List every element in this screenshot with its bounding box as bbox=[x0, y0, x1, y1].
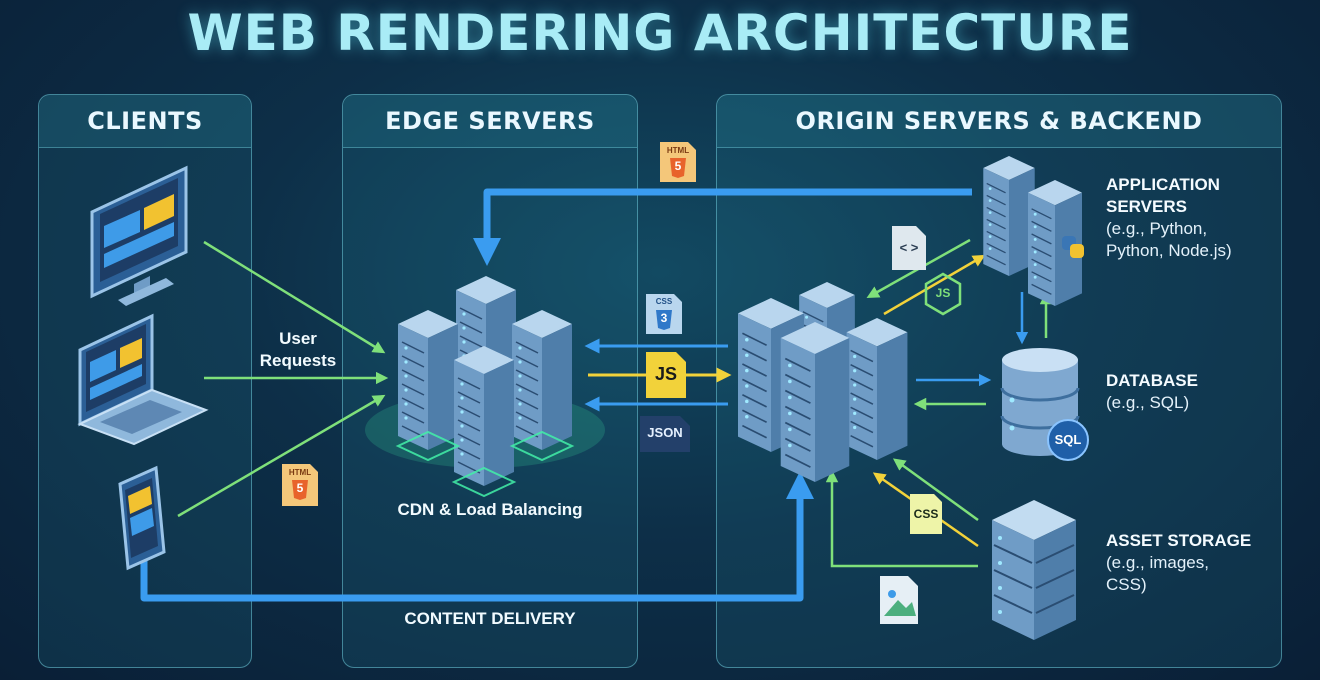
html-badge-tag-2: HTML bbox=[288, 468, 312, 477]
css-file-icon bbox=[910, 494, 942, 534]
page-title: WEB RENDERING ARCHITECTURE bbox=[187, 4, 1133, 62]
origin-panel-header: ORIGIN SERVERS & BACKEND bbox=[717, 95, 1281, 148]
laptop-icon bbox=[77, 313, 209, 446]
code-icon bbox=[892, 226, 926, 270]
python-icon bbox=[1062, 236, 1084, 258]
cdn-glow-edges bbox=[395, 430, 575, 498]
app-servers-label: APPLICATION SERVERS (e.g., Python, Pytho… bbox=[1106, 174, 1276, 262]
html-badge-tag: HTML bbox=[666, 146, 690, 155]
sql-badge-label: SQL bbox=[1054, 432, 1082, 447]
arrow-storage-to-origin-images bbox=[825, 469, 978, 568]
css-file-label: CSS bbox=[913, 507, 939, 521]
origin-server-cluster bbox=[738, 282, 908, 482]
nodejs-badge-label: JS bbox=[935, 286, 951, 300]
edge-servers-panel-header: EDGE SERVERS bbox=[343, 95, 637, 148]
request-arrow-desktop bbox=[203, 240, 386, 354]
database-sub: (e.g., SQL) bbox=[1106, 393, 1190, 412]
app-servers-sub-1: (e.g., Python, bbox=[1106, 219, 1208, 238]
database-title: DATABASE bbox=[1106, 371, 1198, 390]
js-icon bbox=[646, 352, 686, 398]
asset-storage-sub-1: (e.g., images, bbox=[1106, 553, 1209, 572]
app-servers-title-1: APPLICATION bbox=[1106, 175, 1220, 194]
blue-arrow-app-to-edge bbox=[473, 188, 972, 266]
database-label: DATABASE (e.g., SQL) bbox=[1106, 370, 1276, 414]
code-badge-label: < > bbox=[899, 240, 919, 255]
css3-icon bbox=[646, 294, 682, 334]
app-servers-title-2: SERVERS bbox=[1106, 197, 1187, 216]
asset-storage-label: ASSET STORAGE (e.g., images, CSS) bbox=[1106, 530, 1276, 596]
html-badge-num-2: 5 bbox=[296, 481, 304, 495]
request-arrow-phone bbox=[177, 394, 386, 518]
user-requests-line1: User bbox=[279, 329, 317, 348]
user-requests-label: User Requests bbox=[240, 328, 356, 372]
user-requests-line2: Requests bbox=[259, 351, 337, 370]
css-badge-num: 3 bbox=[660, 311, 668, 325]
json-icon bbox=[640, 416, 690, 452]
asset-storage-sub-2: CSS) bbox=[1106, 575, 1147, 594]
clients-panel-header: CLIENTS bbox=[39, 95, 251, 148]
blue-arrow-content-delivery bbox=[140, 471, 814, 602]
js-badge-label: JS bbox=[654, 364, 678, 384]
html-badge-num: 5 bbox=[674, 159, 682, 173]
html5-icon bbox=[660, 142, 696, 182]
content-delivery-label: CONTENT DELIVERY bbox=[404, 609, 576, 628]
desktop-icon bbox=[90, 165, 188, 306]
cdn-label: CDN & Load Balancing bbox=[397, 500, 583, 519]
css-badge-tag: CSS bbox=[655, 297, 673, 306]
image-icon bbox=[880, 576, 918, 624]
json-badge-label: JSON bbox=[647, 425, 683, 440]
arrow-origin-to-app bbox=[883, 254, 986, 316]
html5-icon bbox=[282, 464, 318, 506]
asset-storage-title: ASSET STORAGE bbox=[1106, 531, 1252, 550]
asset-storage-icon bbox=[992, 500, 1076, 640]
app-servers-sub-2: Python, Node.js) bbox=[1106, 241, 1232, 260]
application-server-icon bbox=[982, 156, 1083, 306]
nodejs-icon bbox=[924, 272, 962, 316]
database-icon bbox=[1000, 348, 1089, 461]
arrow-storage-to-origin-1 bbox=[892, 458, 979, 522]
phone-icon bbox=[118, 465, 166, 571]
